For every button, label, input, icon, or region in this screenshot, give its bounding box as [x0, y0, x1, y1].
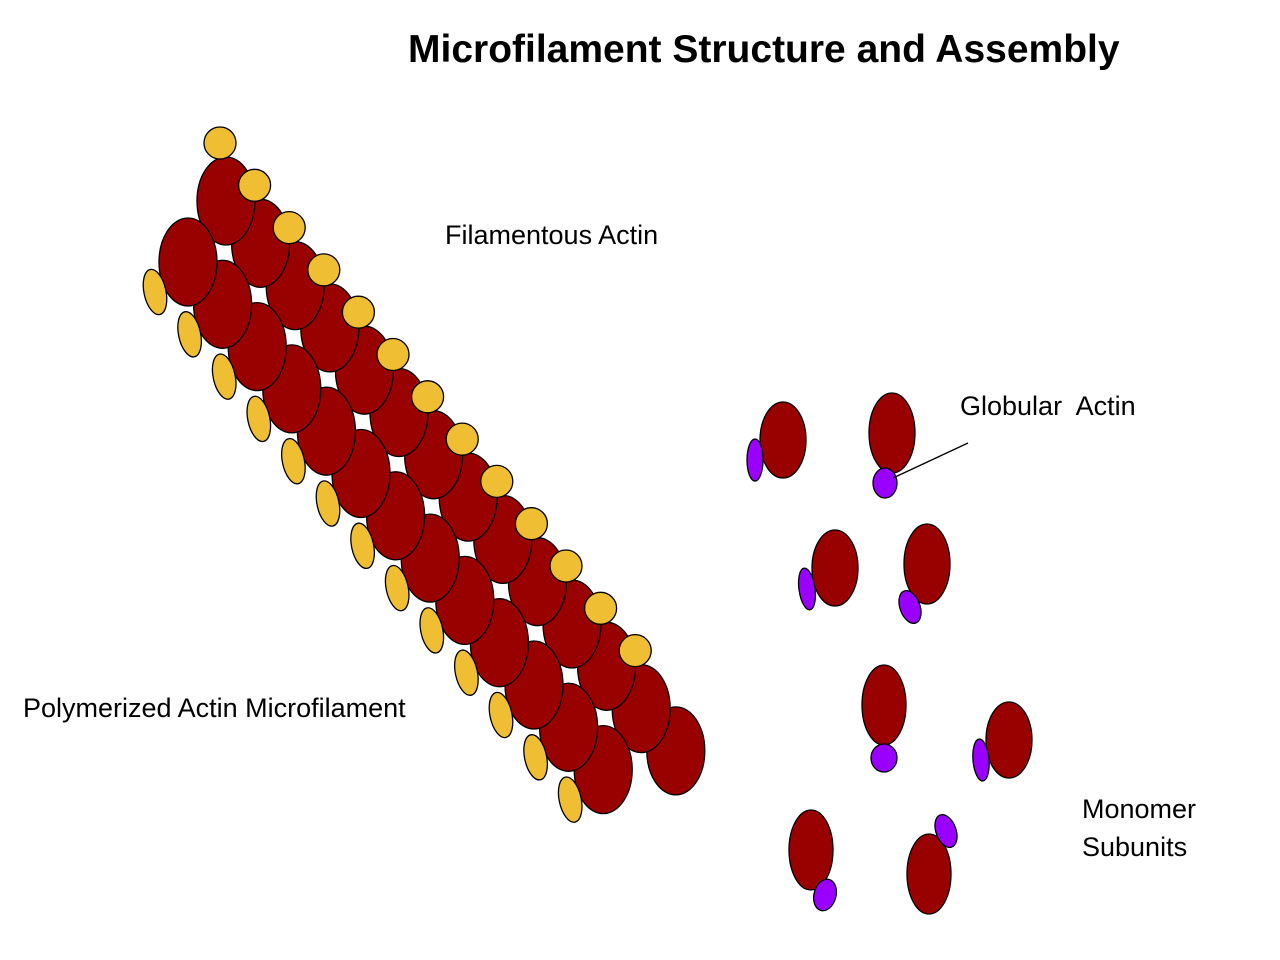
- filament-side-cap: [142, 268, 168, 316]
- monomer-subunits-label: Monomer Subunits: [1082, 790, 1196, 866]
- monomer-actin-body: [985, 701, 1033, 779]
- filament-top-cap: [341, 295, 376, 329]
- filament-top-cap: [272, 210, 306, 245]
- monomer-nucleotide-cap: [898, 590, 922, 624]
- monomer-nucleotide-cap: [872, 467, 898, 499]
- monomer-nucleotide-cap: [812, 878, 838, 912]
- monomer-nucleotide-cap: [934, 814, 958, 848]
- monomer-nucleotide-cap: [972, 738, 990, 782]
- filament-top-cap: [514, 507, 549, 541]
- filament-top-cap: [203, 126, 237, 160]
- monomer-actin-body: [903, 523, 951, 605]
- filament-side-cap: [280, 437, 306, 485]
- filament-side-cap: [315, 480, 341, 527]
- globular-actin-label: Globular Actin: [960, 391, 1136, 421]
- filament-side-cap: [557, 776, 583, 823]
- monomer-nucleotide-cap: [797, 567, 817, 611]
- filament-top-cap: [480, 464, 514, 499]
- filament-top-cap: [618, 633, 652, 668]
- monomer-label-line-1: Monomer: [1082, 794, 1197, 824]
- filament-top-cap: [583, 591, 618, 625]
- filament-top-cap: [445, 422, 479, 456]
- filament-top-cap: [307, 253, 341, 287]
- filament-side-cap: [384, 564, 410, 612]
- filament-side-cap: [350, 522, 376, 570]
- monomer-actin-body: [788, 809, 834, 891]
- monomer-actin-body: [811, 529, 859, 607]
- monomer-label-line-2: Subunits: [1082, 832, 1188, 862]
- monomer-nucleotide-cap: [870, 743, 898, 773]
- monomer-actin-body: [868, 392, 916, 474]
- monomer-actin-body: [861, 664, 907, 746]
- filament-side-cap: [523, 734, 549, 781]
- filament-top-cap: [410, 380, 445, 414]
- filament-side-cap: [488, 691, 514, 739]
- filament-side-cap: [453, 649, 479, 696]
- monomer-actin-body: [759, 401, 807, 479]
- filament-side-cap: [246, 395, 272, 443]
- polymerized-microfilament-label: Polymerized Actin Microfilament: [23, 693, 406, 723]
- filament-side-cap: [211, 353, 237, 400]
- filament-top-cap: [549, 549, 583, 583]
- monomer-subunits: [746, 392, 1033, 915]
- monomer-nucleotide-cap: [746, 438, 764, 482]
- filamentous-actin-label: Filamentous Actin: [445, 220, 659, 250]
- filament-top-cap: [376, 337, 410, 372]
- monomer-actin-body: [906, 833, 952, 915]
- actin-filament: [142, 126, 706, 823]
- filament-top-cap: [237, 168, 272, 202]
- diagram-title: Microfilament Structure and Assembly: [408, 28, 1120, 71]
- globular-actin-leader-line: [892, 442, 969, 479]
- filament-front-subunit: [158, 217, 218, 307]
- filament-side-cap: [419, 607, 445, 654]
- filament-side-cap: [177, 311, 203, 358]
